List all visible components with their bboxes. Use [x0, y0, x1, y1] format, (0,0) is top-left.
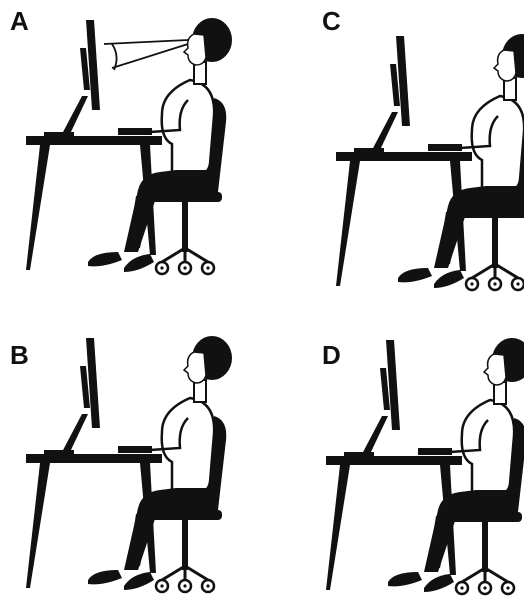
panel-label-b: B: [10, 342, 29, 368]
panel-b-illustration: [26, 336, 232, 592]
panel-a-illustration: [26, 18, 232, 274]
sight-line-indicator: [104, 40, 188, 70]
panel-d-illustration: [326, 338, 524, 594]
panel-label-a: A: [10, 8, 29, 34]
panel-c-illustration: [336, 34, 524, 290]
panel-label-d: D: [322, 342, 341, 368]
panel-label-c: C: [322, 8, 341, 34]
